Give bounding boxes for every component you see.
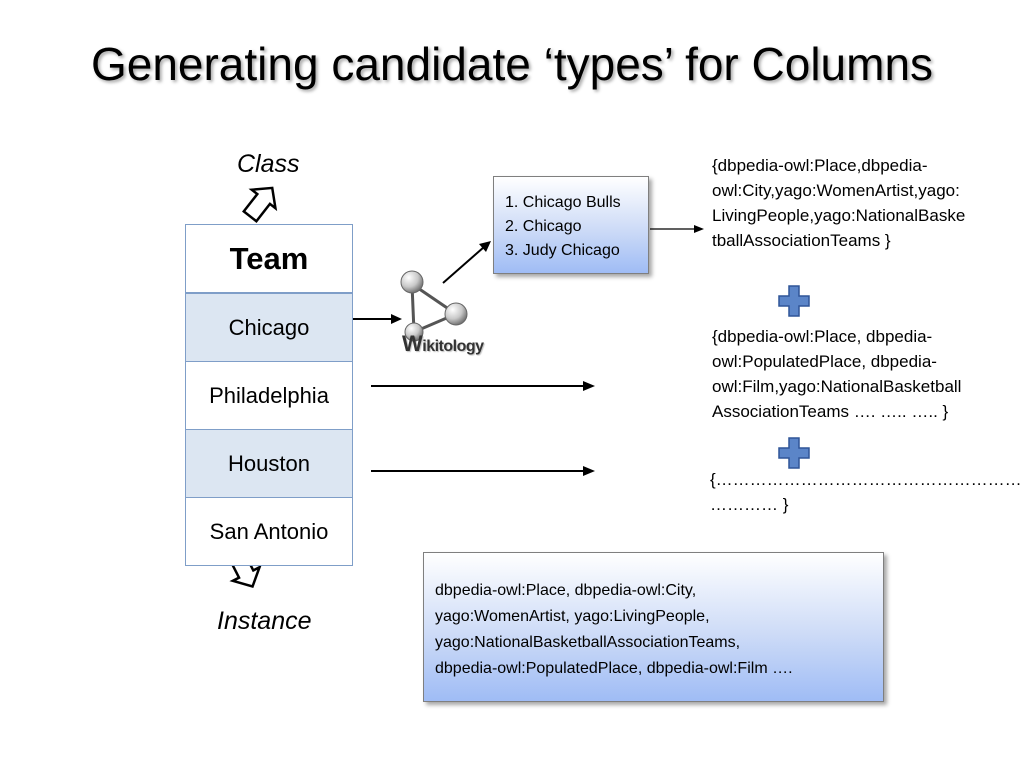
type-line: owl:City,yago:WomenArtist,yago: bbox=[712, 181, 960, 200]
candidate-item: 1. Chicago Bulls bbox=[505, 194, 621, 211]
summary-line: dbpedia-owl:Place, dbpedia-owl:City, bbox=[435, 582, 697, 599]
class-label: Class bbox=[237, 150, 300, 178]
table-row-san-antonio: San Antonio bbox=[186, 498, 352, 565]
type-line: LivingPeople,yago:NationalBaske bbox=[712, 206, 966, 225]
plus-icon bbox=[778, 285, 810, 317]
type-line: ………… } bbox=[710, 495, 789, 514]
type-line: owl:PopulatedPlace, dbpedia- bbox=[712, 352, 937, 371]
wikitology-to-candidates-arrow bbox=[442, 246, 485, 284]
type-summary-box: dbpedia-owl:Place, dbpedia-owl:City, yag… bbox=[423, 552, 884, 702]
table-row-philadelphia: Philadelphia bbox=[186, 362, 352, 430]
wikitology-rest: ikitology bbox=[422, 338, 484, 355]
type-line: owl:Film,yago:NationalBasketball bbox=[712, 377, 962, 396]
team-table bbox=[185, 224, 353, 566]
class-arrow-icon bbox=[242, 186, 278, 223]
wikitology-initial: W bbox=[402, 331, 423, 356]
plus-icon bbox=[778, 437, 810, 469]
wikitology-logo-icon bbox=[400, 270, 468, 342]
summary-line: yago:NationalBasketballAssociationTeams, bbox=[435, 634, 741, 651]
candidate-item: 3. Judy Chicago bbox=[505, 242, 620, 259]
type-line: {dbpedia-owl:Place, dbpedia- bbox=[712, 327, 933, 346]
type-set-chicago: {dbpedia-owl:Place,dbpedia- owl:City,yag… bbox=[712, 153, 965, 253]
type-line: {……………………………………………… bbox=[710, 470, 1022, 489]
candidate-item: 2. Chicago bbox=[505, 218, 582, 235]
type-set-philadelphia: {dbpedia-owl:Place, dbpedia- owl:Populat… bbox=[712, 324, 961, 424]
type-line: tballAssociationTeams } bbox=[712, 231, 891, 250]
candidate-list-box: 1. Chicago Bulls 2. Chicago 3. Judy Chic… bbox=[493, 176, 649, 274]
slide-title: Generating candidate ‘types’ for Columns bbox=[90, 38, 934, 90]
summary-line: dbpedia-owl:PopulatedPlace, dbpedia-owl:… bbox=[435, 660, 793, 677]
type-set-houston: {……………………………………………… ………… } bbox=[710, 467, 1022, 517]
table-row-houston: Houston bbox=[186, 430, 352, 498]
instance-label: Instance bbox=[217, 607, 312, 635]
summary-line: yago:WomenArtist, yago:LivingPeople, bbox=[435, 608, 710, 625]
type-line: {dbpedia-owl:Place,dbpedia- bbox=[712, 156, 928, 175]
wikitology-wordmark: Wikitology bbox=[402, 331, 484, 357]
table-row-chicago: Chicago bbox=[186, 294, 352, 362]
type-line: AssociationTeams …. ….. ….. } bbox=[712, 402, 949, 421]
table-header-team: Team bbox=[186, 225, 352, 294]
